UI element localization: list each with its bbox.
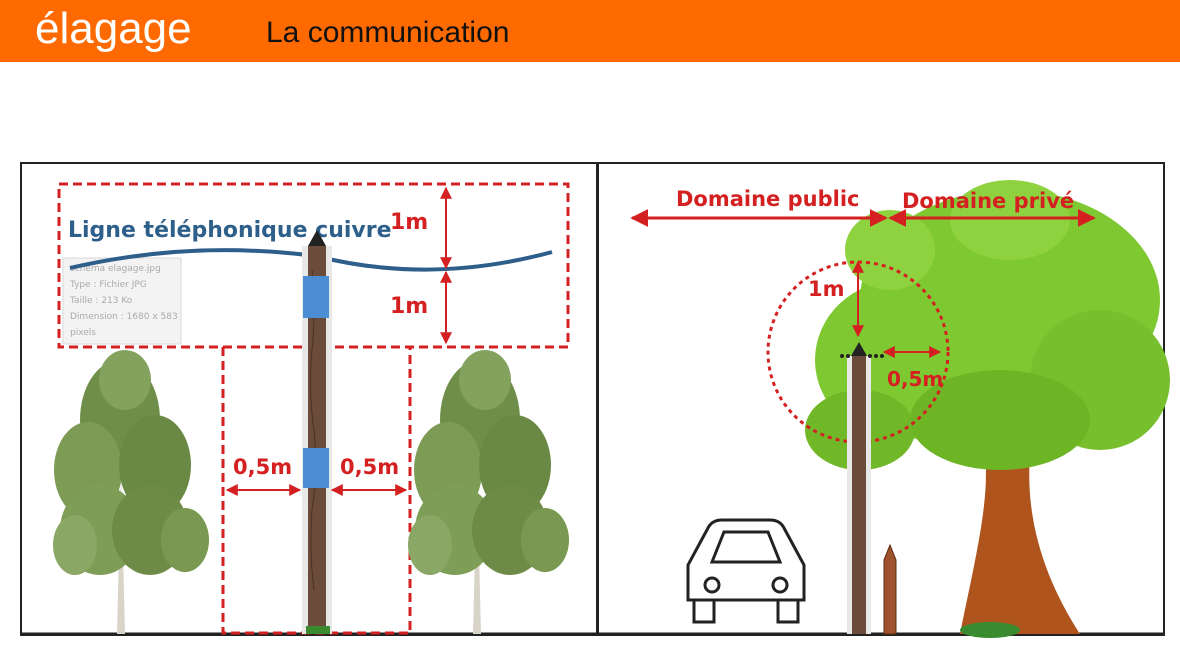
telephone-pole [302,230,332,634]
right-panel: Domaine public Domaine privé 1m 0,5m [597,162,1170,638]
telephone-line-label: Ligne téléphonique cuivre [68,218,392,243]
left-panel: schema elagage.jpg Type : Fichier JPG Ta… [20,162,598,636]
section-title: La communication [266,16,510,49]
birch-tree-right [408,350,569,634]
left-clearance-label: 0,5m [233,455,292,479]
radius-up-label: 1m [808,277,845,301]
tooltip-line: Taille : 213 Ko [69,296,133,306]
file-tooltip: schema elagage.jpg Type : Fichier JPG Ta… [62,257,182,345]
private-domain-label: Domaine privé [902,189,1074,213]
tooltip-line: pixels [70,328,96,338]
right-telephone-pole [840,342,884,634]
header-bar: élagage La communication [0,0,1180,62]
radius-side-label: 0,5m [887,367,943,391]
top-clearance-label: 1m [390,210,428,235]
public-domain-label: Domaine public [676,187,859,211]
tooltip-line: Type : Fichier JPG [69,280,147,290]
below-clearance-label: 1m [390,294,428,319]
tooltip-line: Dimension : 1680 x 583 [70,312,178,322]
clearance-circle [766,260,950,444]
birch-tree-left [53,350,209,634]
brand-title: élagage [35,4,192,53]
car [686,518,806,624]
boundary-stake [883,543,897,635]
tooltip-line: schema elagage.jpg [70,264,161,274]
right-clearance-label: 0,5m [340,455,399,479]
